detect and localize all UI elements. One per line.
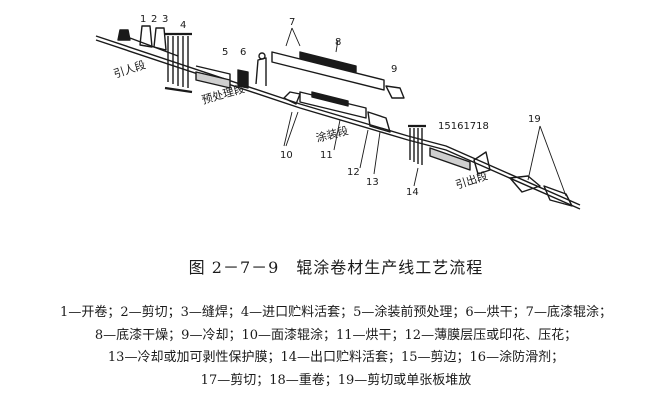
process-flow-diagram: 引人段 预处理段 涂装段 引出段 1 2 3 4 5 6 7 8 9 10 11… — [95, 14, 581, 210]
trimmer-recoiler — [429, 147, 491, 175]
pretreatment-unit — [195, 65, 231, 89]
callout-19: 19 — [528, 114, 541, 125]
legend-line: 13—冷却或加可剥性保护膜；14—出口贮料活套；15—剪边；16—涂防滑剂； — [107, 350, 565, 365]
dryer-unit — [237, 69, 249, 89]
floor-line — [95, 35, 581, 206]
callout-11: 11 — [320, 150, 333, 161]
uncoiler-shear-welder — [117, 25, 179, 57]
legend-line: 17—剪切；18—重卷；19—剪切或单张板堆放 — [200, 372, 472, 388]
callout-3: 3 — [162, 14, 168, 25]
callout-10: 10 — [280, 150, 293, 161]
primer-oven — [271, 51, 385, 91]
exit-accumulator — [408, 124, 426, 165]
entry-accumulator — [164, 32, 193, 94]
callout-5: 5 — [222, 47, 228, 58]
figure-legend: 1—开卷；2—剪切；3—缝焊；4—进口贮料活套；5—涂装前预处理；6—烘干；7—… — [0, 302, 672, 392]
cooling-unit — [385, 85, 405, 99]
section-label-lead-in: 引人段 — [112, 57, 148, 81]
stacker — [509, 175, 573, 207]
callout-1: 1 — [140, 14, 146, 25]
leader-lines — [283, 27, 567, 197]
section-label-coating: 涂装段 — [314, 123, 349, 145]
callout-6: 6 — [240, 47, 246, 58]
legend-line: 1—开卷；2—剪切；3—缝焊；4—进口贮料活套；5—涂装前预处理；6—烘干；7—… — [60, 305, 612, 320]
primer-coater — [255, 52, 267, 86]
legend-line: 8—底漆干燥；9—冷却；10—面漆辊涂；11—烘干；12—薄膜层压或印花、压花； — [94, 327, 578, 343]
section-label-lead-out: 引出段 — [454, 168, 490, 192]
callout-9: 9 — [391, 64, 397, 75]
callout-12: 12 — [347, 167, 360, 178]
callout-7: 7 — [289, 17, 295, 28]
figure-caption: 图 2－7－9 辊涂卷材生产线工艺流程 — [188, 258, 484, 277]
callout-4: 4 — [180, 20, 186, 31]
callout-8: 8 — [335, 37, 341, 48]
floor-line-lower — [95, 39, 581, 210]
callout-15-18: 15161718 — [438, 121, 489, 132]
callout-14: 14 — [406, 187, 419, 198]
callout-13: 13 — [366, 177, 379, 188]
topcoat-line — [283, 91, 391, 133]
callout-2: 2 — [151, 14, 157, 25]
